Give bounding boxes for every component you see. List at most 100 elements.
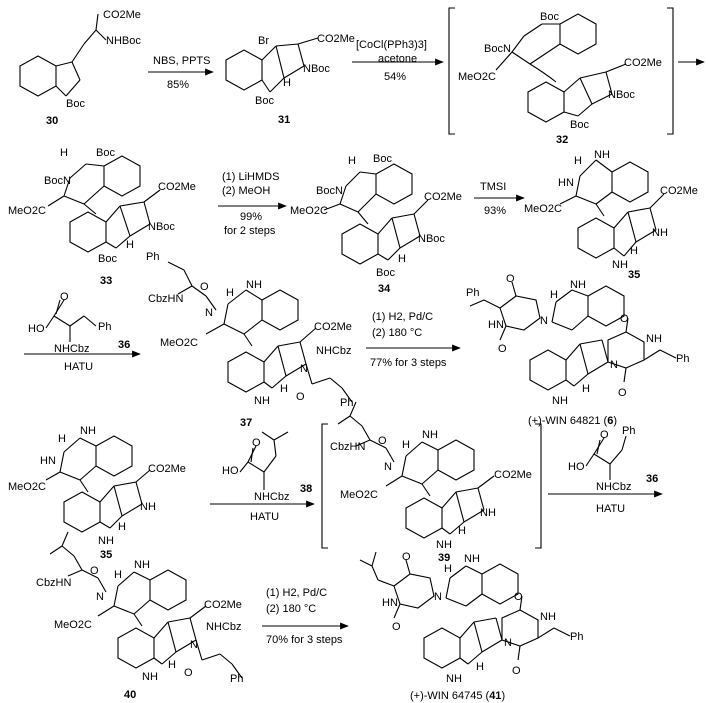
nh-label: NH <box>80 425 96 437</box>
h-label: H <box>348 155 356 167</box>
left-bracket <box>448 7 455 135</box>
compound-33-structure <box>47 155 161 253</box>
nh-label: NH <box>646 333 662 345</box>
ph-label: Ph <box>340 397 353 409</box>
meo2c-label: MeO2C <box>290 205 328 217</box>
n-label: N <box>504 637 512 649</box>
nhcbz-label: NHCbz <box>596 481 631 493</box>
ph-label: Ph <box>98 321 111 333</box>
compound-31-structure <box>225 37 319 93</box>
compound-38-structure <box>239 431 289 490</box>
co2me-label: CO2Me <box>624 57 662 69</box>
br-label: Br <box>258 35 269 47</box>
o-label: O <box>512 665 521 677</box>
step-180: (2) 180 °C <box>266 603 316 615</box>
h-label: H <box>550 289 558 301</box>
nboc-label: NBoc <box>418 233 445 245</box>
compound-38-label: 38 <box>300 483 312 495</box>
ph-label: Ph <box>676 353 689 365</box>
reagent-nbs: NBS, PPTS <box>153 55 210 67</box>
h-label: H <box>476 661 484 673</box>
nh-label: NH <box>422 429 438 441</box>
compound-37-structure <box>167 261 353 403</box>
step-180: (2) 180 °C <box>372 327 422 339</box>
bocn-label: BocN <box>484 43 511 55</box>
right-bracket <box>667 7 674 135</box>
o-label: O <box>184 667 193 679</box>
ph-label: Ph <box>466 287 479 299</box>
reagent-cocl: [CoCl(PPh3)3] <box>356 39 427 51</box>
win-64745-structure <box>359 551 571 669</box>
boc-label: Boc <box>255 95 274 107</box>
nh-label: NH <box>140 501 156 513</box>
h-label: H <box>574 155 582 167</box>
compound-33-label: 33 <box>100 275 112 287</box>
compound-36b-label: 36 <box>646 473 658 485</box>
step-h2: (1) H2, Pd/C <box>266 587 327 599</box>
co2me-label: CO2Me <box>660 185 698 197</box>
h-label: H <box>114 569 122 581</box>
meo2c-label: MeO2C <box>8 481 46 493</box>
compound-36-structure <box>45 299 97 342</box>
nhboc-label: NHBoc <box>106 35 141 47</box>
co2me-label: CO2Me <box>494 469 532 481</box>
compound-31-label: 31 <box>278 114 290 126</box>
ph-label: Ph <box>230 673 243 685</box>
co2me-label: CO2Me <box>158 181 196 193</box>
h-label: H <box>582 383 590 395</box>
o-label: O <box>600 429 609 441</box>
ho-label: HO <box>568 461 585 473</box>
meo2c-label: MeO2C <box>458 71 496 83</box>
hn-label: HN <box>488 319 504 331</box>
o-label: O <box>498 343 507 355</box>
nh-label: NH <box>436 539 452 551</box>
nhcbz-label: NHCbz <box>206 621 241 633</box>
compound-40-label: 40 <box>124 689 136 701</box>
boc-label: Boc <box>373 153 392 165</box>
cbzhn-label: CbzHN <box>36 577 72 589</box>
o-label: O <box>618 387 627 399</box>
compound-37-label: 37 <box>240 417 252 429</box>
win-64821-name: (+)-WIN 64821 (6) <box>528 415 617 427</box>
note-2steps: for 2 steps <box>224 225 276 237</box>
nh-label: NH <box>254 395 270 407</box>
ho-label: HO <box>222 465 239 477</box>
nhcbz-label: NHCbz <box>254 491 289 503</box>
h-label: H <box>283 77 291 89</box>
h-label: H <box>126 239 134 251</box>
compound-34-label: 34 <box>378 283 391 295</box>
nh-label: NH <box>446 673 462 685</box>
nh-label: NH <box>540 611 556 623</box>
h-label: H <box>168 659 176 671</box>
left-bracket <box>321 423 328 549</box>
o-label: O <box>296 391 305 403</box>
h-label: H <box>58 433 66 445</box>
h-label: H <box>402 439 410 451</box>
solvent-acetone: acetone <box>378 53 417 65</box>
nboc-label: NBoc <box>148 221 175 233</box>
n-label: N <box>540 315 548 327</box>
h-label: H <box>280 383 288 395</box>
o-label: O <box>90 565 99 577</box>
o-label: O <box>60 291 69 303</box>
ph-label: Ph <box>570 631 583 643</box>
win-64745-name: (+)-WIN 64745 (41) <box>410 690 505 702</box>
right-bracket <box>535 423 542 549</box>
h-label: H <box>60 147 68 159</box>
nh-label: NH <box>142 671 158 683</box>
compound-35-structure <box>559 159 665 259</box>
h-label: H <box>630 245 638 257</box>
nhcbz-label: NHCbz <box>316 345 351 357</box>
ho-label: HO <box>28 323 45 335</box>
nh-label: NH <box>464 553 480 565</box>
o-label: O <box>506 273 515 285</box>
step-meoh: (2) MeOH <box>222 185 270 197</box>
o-label: O <box>514 591 523 603</box>
meo2c-label: MeO2C <box>160 337 198 349</box>
yield-93: 93% <box>484 205 506 217</box>
bocn-label: BocN <box>44 175 71 187</box>
yield-99: 99% <box>240 211 262 223</box>
n-label: N <box>190 639 198 651</box>
hn-label: HN <box>382 597 398 609</box>
nh-label: NH <box>98 535 114 547</box>
